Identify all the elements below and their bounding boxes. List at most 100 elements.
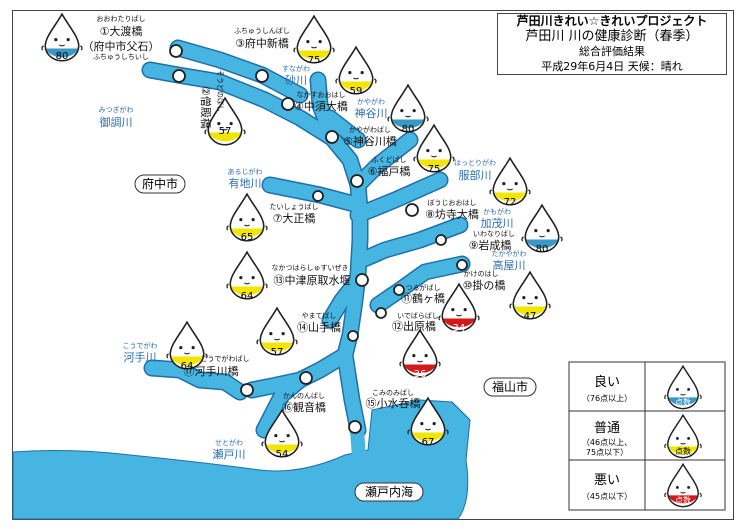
station-markers	[169, 44, 468, 434]
marker-3	[255, 69, 269, 83]
station-ruby: いわなりばし	[473, 229, 515, 238]
svg-text:服部川: 服部川	[459, 168, 492, 182]
station-ruby: かけのはし	[464, 270, 499, 278]
station-ruby: たいしょうばし	[270, 202, 319, 211]
marker-6	[350, 174, 364, 188]
station-name: ⑪鶴ヶ橋	[401, 291, 445, 305]
svg-text:点数: 点数	[675, 495, 691, 505]
legend: 良い （76点以上） 点数 普通 （46点以上、 75点以下） 点数 悪い （4…	[568, 361, 726, 511]
svg-text:御調川: 御調川	[100, 115, 133, 129]
marker-4	[281, 97, 295, 111]
station-name: ⑭山手橋	[297, 320, 341, 334]
station-name: ①大渡橋	[100, 24, 143, 38]
svg-text:高屋川: 高屋川	[493, 258, 526, 272]
svg-text:（76点以上）: （76点以上）	[582, 394, 632, 403]
svg-text:河手川: 河手川	[124, 350, 157, 364]
svg-text:瀬戸内海: 瀬戸内海	[365, 484, 413, 499]
marker-16	[299, 371, 313, 385]
legend-normal-label: 普通	[594, 421, 620, 436]
legend-good-label: 良い	[594, 374, 620, 390]
svg-text:54: 54	[276, 449, 289, 460]
station-name: ③府中新橋	[235, 36, 289, 50]
date-weather: 平成29年6月4日 天候：晴れ	[541, 60, 683, 73]
station-ruby: ぼうじおおはし	[428, 199, 477, 207]
legend-normal-drop: 点数	[664, 414, 702, 459]
station-name: ⑬中津原取水堰	[274, 274, 351, 287]
station-name: ⑩掛の橋	[463, 278, 506, 292]
station-name: ⑧坊寺大橋	[425, 207, 479, 221]
station-name: ⑰河手川橋	[184, 364, 239, 378]
marker-2	[172, 69, 186, 83]
score-drops: 80 57 75 59 80 75 65 72 80 47 34 36 64 5…	[41, 13, 563, 460]
drop-9: 80	[521, 204, 563, 255]
marker-11	[393, 284, 405, 296]
marker-9	[435, 234, 447, 246]
header-box: 芦田川きれい☆きれいプロジェクト 芦田川 川の健康診断（春季） 総合評価結果 平…	[497, 13, 727, 75]
svg-text:34: 34	[453, 323, 466, 334]
station-ruby: おおわたりばし	[97, 14, 146, 23]
svg-text:かもがわ: かもがわ	[483, 207, 511, 216]
station-name: ⑦大正橋	[273, 211, 316, 225]
station-ruby: ふちゅうしんばし	[234, 26, 290, 35]
marker-17	[240, 383, 254, 397]
drop-1: 80	[41, 13, 83, 62]
station-name: ④中須大橋	[294, 99, 348, 113]
svg-text:神谷川: 神谷川	[355, 106, 388, 120]
marker-15	[348, 420, 362, 434]
svg-text:75点以下）: 75点以下）	[586, 448, 628, 457]
svg-text:こうでがわ: こうでがわ	[123, 341, 158, 350]
station-ruby: やまてばし	[302, 311, 337, 320]
station-ruby: つるがばし	[406, 283, 441, 292]
svg-text:57: 57	[271, 347, 284, 358]
city-fukuyama: 福山市	[483, 377, 537, 397]
svg-text:80: 80	[536, 244, 549, 255]
city-fuchu: 府中市	[134, 174, 186, 194]
drop-16: 54	[261, 409, 303, 460]
svg-text:65: 65	[241, 232, 254, 243]
svg-text:59: 59	[350, 86, 363, 97]
svg-text:64: 64	[181, 361, 194, 372]
page-title: 芦田川 川の健康診断（春季）	[525, 29, 699, 44]
svg-text:点数: 点数	[675, 397, 691, 407]
station-ruby: そうどのばし	[216, 70, 225, 112]
station-name: ⑮小水呑橋	[366, 396, 421, 410]
svg-text:57: 57	[219, 126, 232, 137]
station-name: ⑤神谷川橋	[343, 134, 397, 148]
station-ruby: いでばらばし	[397, 311, 439, 320]
station-ruby: かんのんばし	[283, 391, 325, 400]
svg-text:点数: 点数	[675, 446, 691, 456]
drop-13: 64	[226, 251, 268, 302]
legend-bad-drop: 点数	[664, 463, 702, 508]
drop-3: 75	[293, 15, 335, 66]
svg-text:砂川: 砂川	[285, 74, 307, 87]
station-name: ⑨岩成橋	[469, 238, 512, 252]
station-extra: （府中市父石）	[83, 39, 160, 53]
svg-text:80: 80	[56, 51, 69, 62]
station-name: ⑥福戸橋	[368, 164, 411, 178]
svg-text:有地川: 有地川	[229, 176, 262, 190]
svg-text:（45点以下）: （45点以下）	[582, 492, 632, 501]
drop-5: 80	[387, 84, 429, 135]
station-name: ⑯観音橋	[282, 400, 326, 414]
station-labels: おおわたりばし ①大渡橋 （府中市父石） ふちゅうしちいし そうどのばし ②僧殿…	[83, 14, 516, 414]
station-name: ②僧殿橋	[199, 86, 213, 129]
station-ruby: こみのみばし	[372, 388, 414, 397]
svg-text:みつぎがわ: みつぎがわ	[99, 105, 134, 114]
svg-text:47: 47	[524, 311, 537, 322]
drop-8: 72	[489, 157, 531, 208]
drop-15: 67	[407, 397, 449, 448]
drop-14: 57	[256, 307, 298, 358]
river-labels: みつぎがわ 御調川 すながわ 砂川 かやがわ 神谷川 あるじがわ 有地川 はっと…	[99, 64, 527, 461]
drop-12: 36	[399, 329, 441, 380]
drop-7: 65	[226, 193, 268, 243]
drop-6: 75	[413, 124, 455, 175]
svg-text:64: 64	[241, 291, 254, 302]
svg-text:すながわ: すながわ	[282, 64, 310, 73]
svg-text:72: 72	[504, 197, 517, 208]
drop-2: 57	[204, 97, 246, 146]
svg-text:75: 75	[428, 164, 441, 175]
station-ruby: こうでがわばし	[201, 354, 250, 363]
station-ruby: なかつはらしゅすいぜき	[272, 264, 349, 272]
svg-text:瀬戸川: 瀬戸川	[213, 447, 246, 461]
